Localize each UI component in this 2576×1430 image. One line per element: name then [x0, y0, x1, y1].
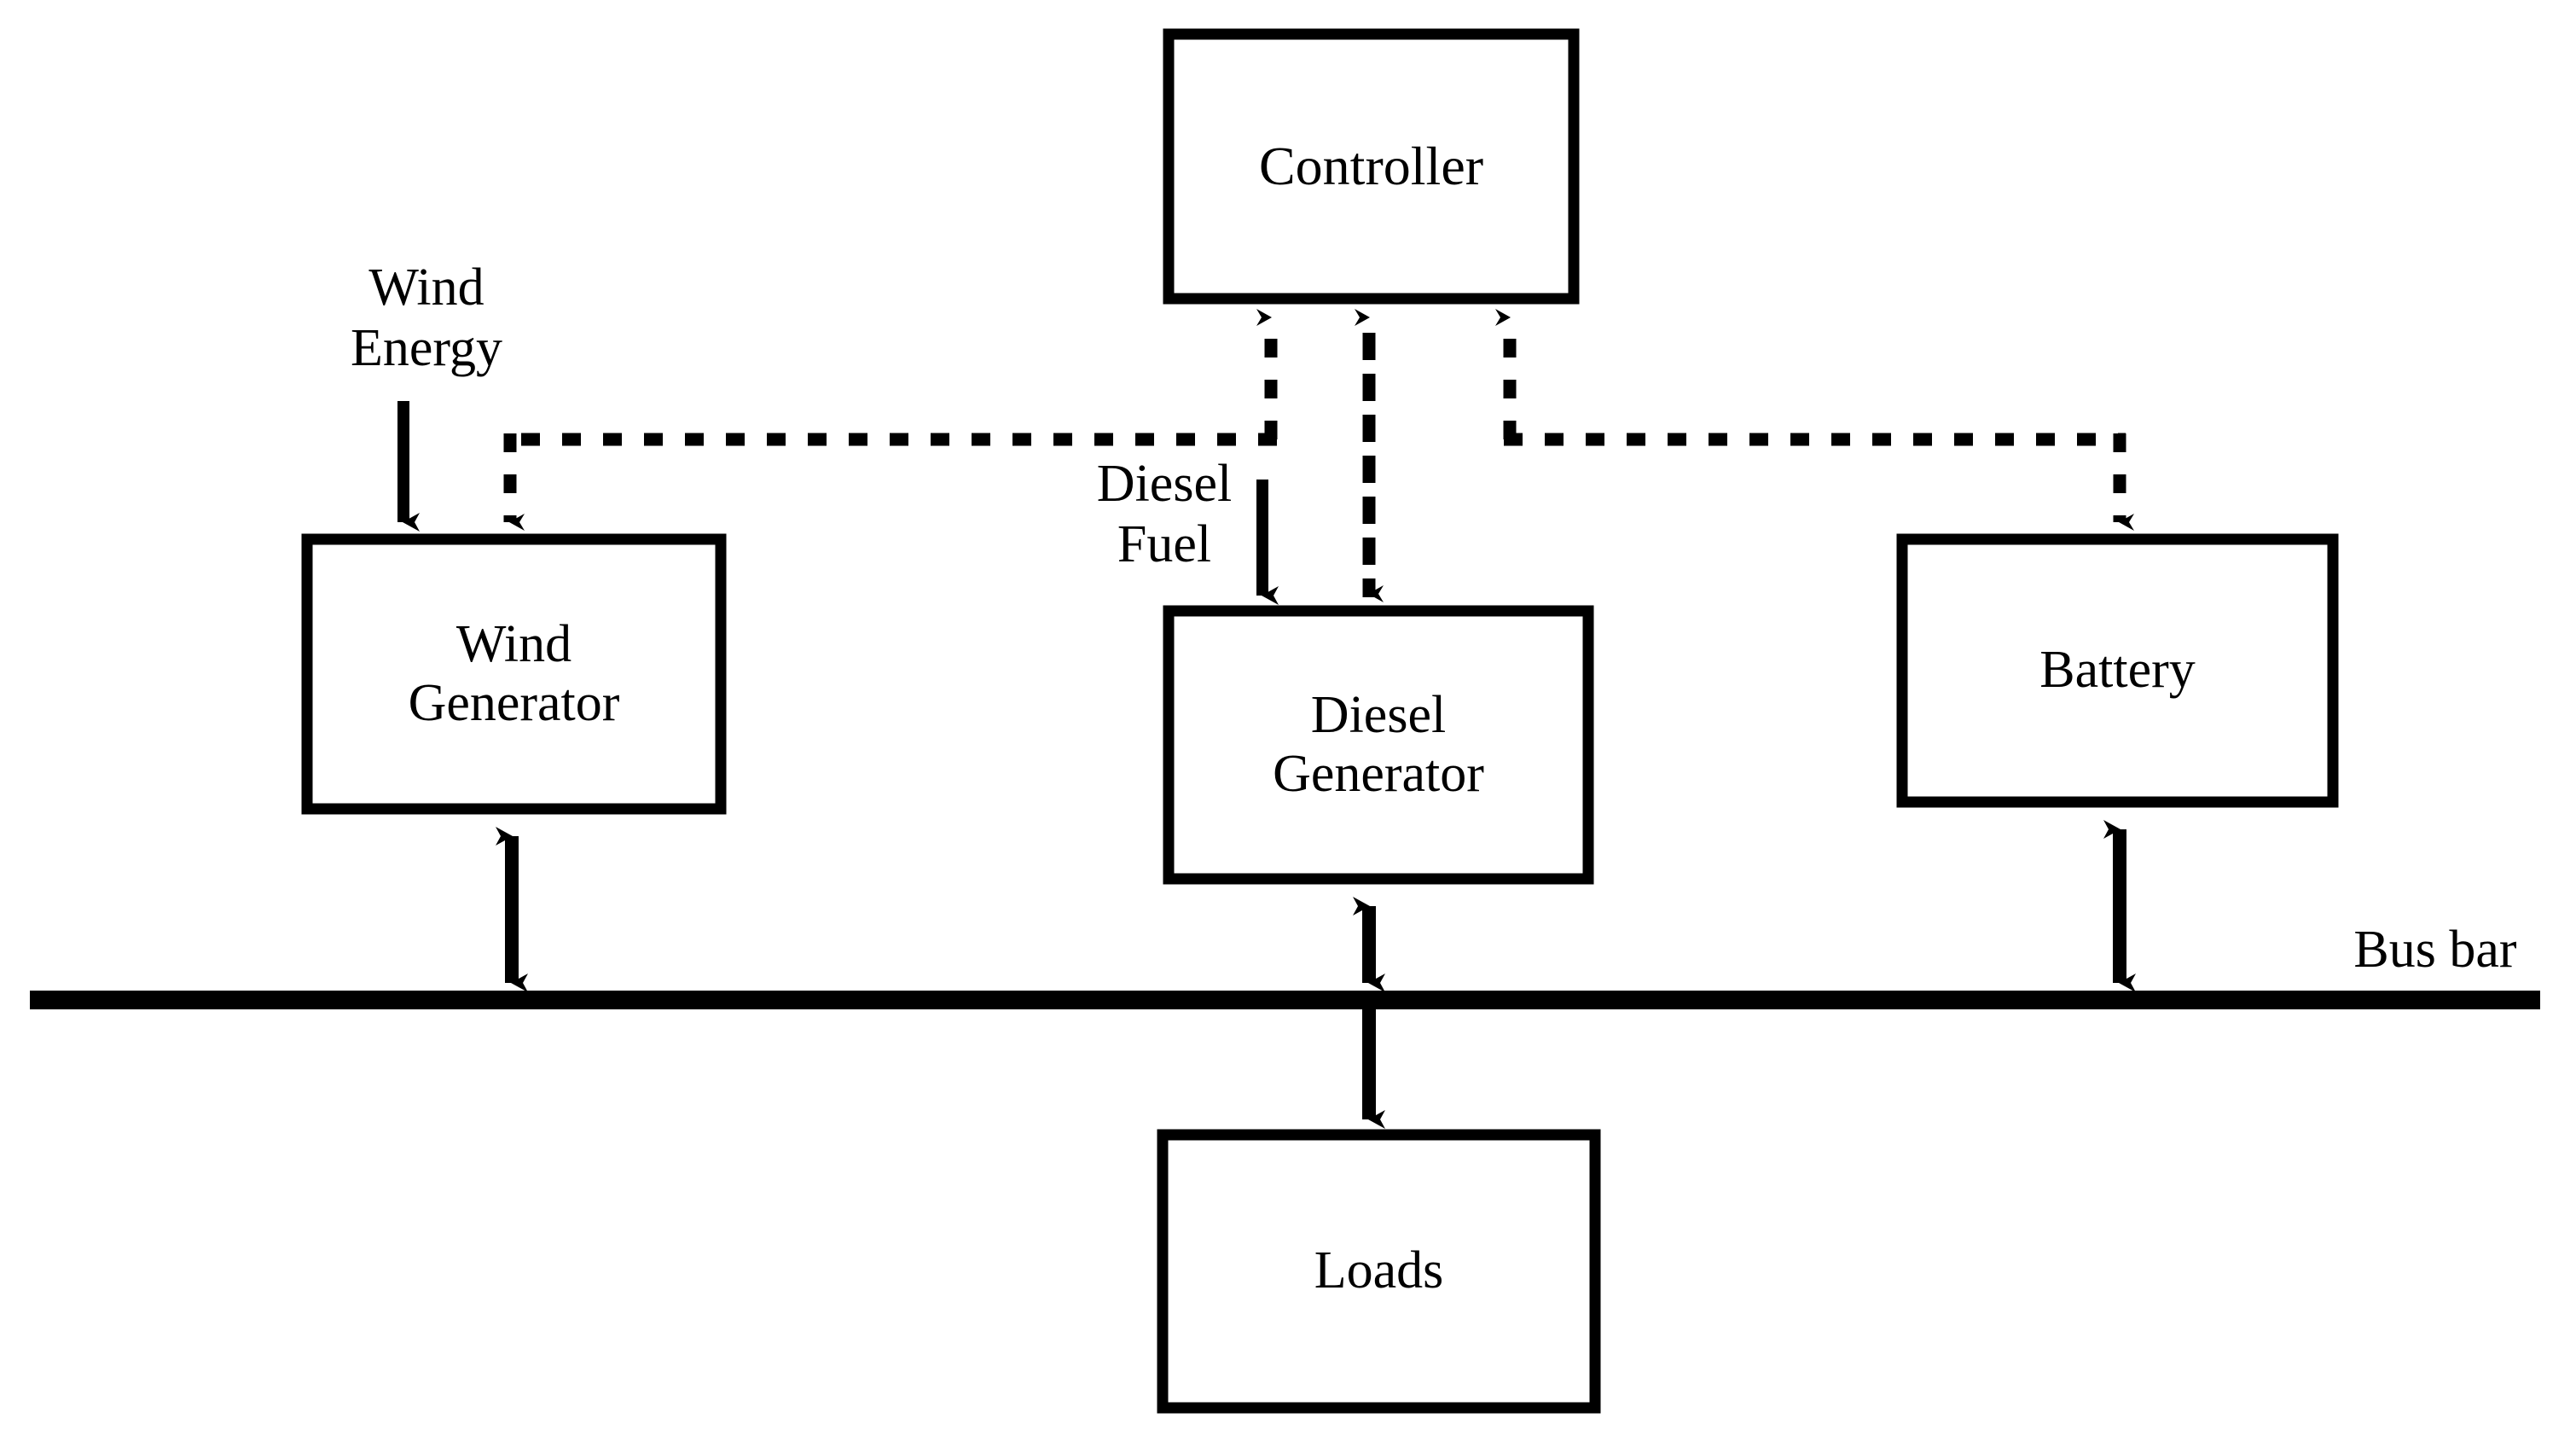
block-controller[interactable]	[1169, 34, 1574, 299]
block-wind-generator-rect[interactable]	[301, 533, 727, 815]
block-loads-rect[interactable]	[1157, 1129, 1601, 1414]
block-loads[interactable]	[1163, 1135, 1595, 1408]
label-bus-bar: Bus bar	[2353, 921, 2517, 979]
label-wind-energy: Wind Energy	[351, 259, 502, 377]
block-battery-rect[interactable]	[1896, 533, 2339, 808]
block-wind-generator[interactable]	[307, 539, 721, 809]
block-diesel-generator[interactable]	[1169, 611, 1588, 879]
label-diesel-fuel: Diesel Fuel	[1096, 455, 1233, 573]
block-diesel-generator-rect[interactable]	[1163, 605, 1594, 885]
block-controller-rect[interactable]	[1163, 28, 1580, 305]
block-battery[interactable]	[1902, 539, 2333, 802]
